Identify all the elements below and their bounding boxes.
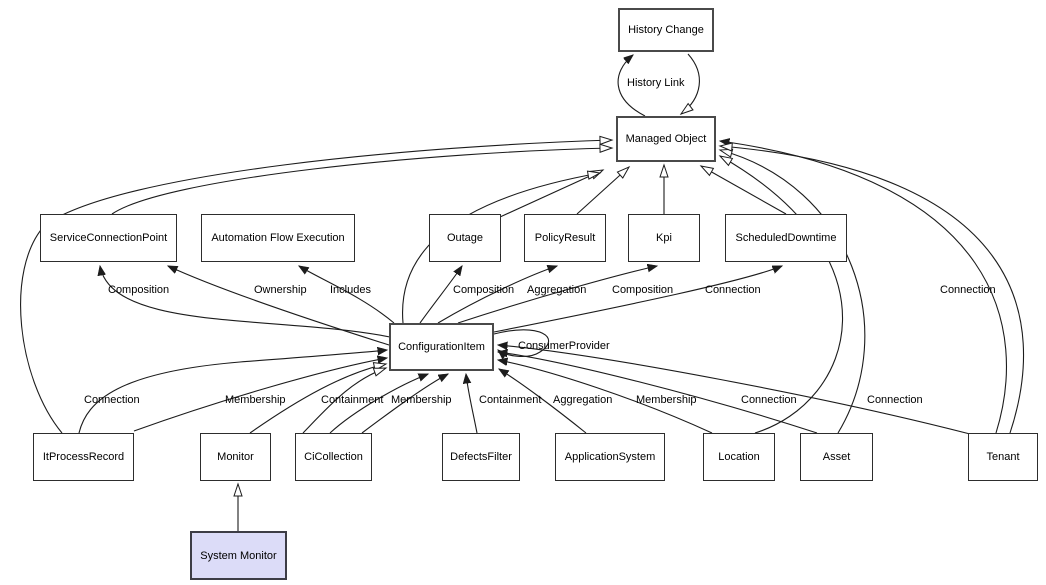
edge-ci-collection-configuration-item-containment — [329, 373, 428, 434]
edge-tenant-managed-object — [718, 142, 1025, 434]
edge-label-it-process-record-configuration-item-membership: Membership — [225, 394, 286, 406]
edge-label-ci-collection-configuration-item-membership: Membership — [391, 394, 452, 406]
edge-configuration-item-policy-result-aggregation — [437, 266, 557, 324]
node-scheduled-downtime[interactable]: ScheduledDowntime — [725, 214, 847, 262]
node-label: History Change — [628, 24, 704, 36]
node-managed-object[interactable]: Managed Object — [616, 116, 716, 162]
edge-it-process-record-managed-object — [20, 135, 614, 434]
edge-configuration-item-automation-flow-execution-includes — [299, 266, 395, 324]
node-tenant[interactable]: Tenant — [968, 433, 1038, 481]
edge-asset-managed-object — [718, 148, 866, 434]
edge-label-ci-collection-configuration-item-containment: Containment — [321, 394, 384, 406]
node-label: PolicyResult — [534, 232, 596, 244]
node-label: Automation Flow Execution — [211, 232, 345, 244]
node-service-connection-point[interactable]: ServiceConnectionPoint — [40, 214, 177, 262]
node-label: DefectsFilter — [450, 451, 512, 463]
edge-managed-object-history-change — [617, 55, 646, 117]
node-monitor[interactable]: Monitor — [200, 433, 271, 481]
edge-scheduled-downtime-managed-object — [699, 165, 787, 215]
node-label: Managed Object — [625, 133, 707, 145]
node-label: ServiceConnectionPoint — [49, 232, 168, 244]
node-it-process-record[interactable]: ItProcessRecord — [33, 433, 134, 481]
edge-configuration-item-kpi-composition — [457, 266, 657, 324]
edge-label-defects-filter-configuration-item-containment: Containment — [479, 394, 542, 406]
edge-asset-configuration-item-connection — [498, 352, 818, 434]
node-automation-flow-execution[interactable]: Automation Flow Execution — [201, 214, 355, 262]
node-application-system[interactable]: ApplicationSystem — [555, 433, 665, 481]
node-label: ApplicationSystem — [564, 451, 656, 463]
edge-history-change-managed-object — [679, 53, 700, 115]
edge-label-configuration-item-kpi-composition: Composition — [612, 284, 674, 296]
edge-configuration-item-service-connection-point-ownership — [168, 265, 390, 346]
edge-location-configuration-item-membership — [498, 360, 713, 434]
edge-service-connection-point-managed-object — [111, 143, 614, 215]
node-label: Outage — [446, 232, 484, 244]
edge-defects-filter-configuration-item-containment — [466, 374, 478, 434]
edge-configuration-item-outage-composition — [419, 266, 462, 324]
edge-label-it-process-record-configuration-item-connection: Connection — [84, 394, 140, 406]
edge-label-configuration-item-policy-result-aggregation: Aggregation — [527, 284, 587, 296]
node-kpi[interactable]: Kpi — [628, 214, 700, 262]
edge-it-process-record-configuration-item-membership — [133, 358, 387, 432]
edge-it-process-record-configuration-item-connection — [78, 350, 387, 434]
node-label: Monitor — [217, 451, 254, 463]
edge-label-configuration-item-self-consumer-provider: ConsumerProvider — [518, 340, 610, 352]
edge-monitor-configuration-item — [249, 362, 388, 434]
node-label: Kpi — [656, 232, 672, 244]
node-asset[interactable]: Asset — [800, 433, 873, 481]
node-history-change[interactable]: History Change — [618, 8, 714, 52]
edge-label-tenant-configuration-item-connection: Connection — [867, 394, 923, 406]
edge-label-tenant-managed-object-connection: Connection — [940, 284, 996, 296]
edge-label-configuration-item-automation-flow-execution-includes: Includes — [330, 284, 371, 296]
edge-tenant-configuration-item-connection — [498, 345, 971, 435]
node-label: ConfigurationItem — [398, 341, 485, 353]
edge-configuration-item-scheduled-downtime-connection — [493, 265, 782, 333]
edge-label-managed-object-history-change: History Link — [627, 77, 685, 89]
node-label: ScheduledDowntime — [735, 232, 837, 244]
node-outage[interactable]: Outage — [429, 214, 501, 262]
node-configuration-item[interactable]: ConfigurationItem — [389, 323, 494, 371]
node-label: Location — [718, 451, 760, 463]
edge-policy-result-managed-object — [576, 165, 631, 215]
node-system-monitor[interactable]: System Monitor — [190, 531, 287, 580]
edge-ci-collection-configuration-item — [302, 367, 388, 434]
edge-outage-managed-object — [499, 169, 605, 218]
node-label: Asset — [822, 451, 851, 463]
node-location[interactable]: Location — [703, 433, 775, 481]
edge-tenant-managed-object-connection — [720, 141, 1008, 434]
edge-label-configuration-item-service-connection-point-composition: Composition — [108, 284, 170, 296]
node-label: ItProcessRecord — [42, 451, 125, 463]
edge-label-configuration-item-service-connection-point-ownership: Ownership — [254, 284, 307, 296]
edge-label-asset-configuration-item-connection: Connection — [741, 394, 797, 406]
edge-label-configuration-item-outage-composition: Composition — [453, 284, 515, 296]
node-defects-filter[interactable]: DefectsFilter — [442, 433, 520, 481]
node-label: CiCollection — [304, 451, 363, 463]
edge-label-configuration-item-scheduled-downtime-connection: Connection — [705, 284, 761, 296]
edge-ci-collection-configuration-item-membership — [361, 374, 448, 434]
edge-application-system-configuration-item-aggregation — [499, 369, 587, 434]
node-label: System Monitor — [200, 549, 277, 562]
node-label: Tenant — [986, 451, 1020, 463]
node-ci-collection[interactable]: CiCollection — [295, 433, 372, 481]
edge-label-application-system-configuration-item-aggregation: Aggregation — [553, 394, 613, 406]
edge-location-managed-object — [718, 155, 844, 434]
edge-configuration-item-service-connection-point-composition — [100, 266, 391, 338]
node-policy-result[interactable]: PolicyResult — [524, 214, 606, 262]
edge-label-location-configuration-item-membership: Membership — [636, 394, 697, 406]
